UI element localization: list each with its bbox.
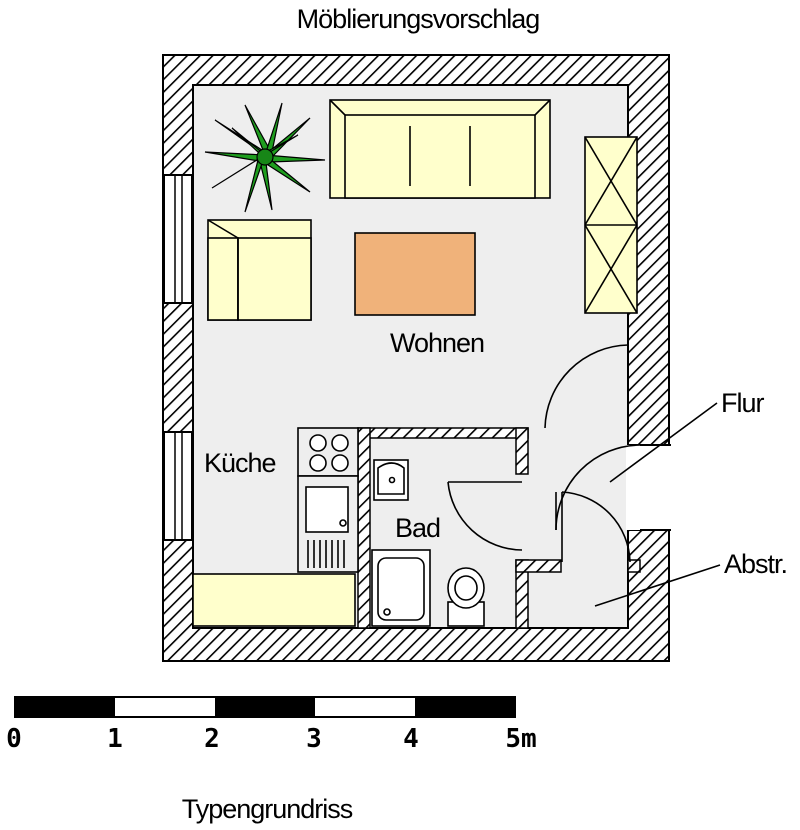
room-label-wohnen: Wohnen <box>390 328 484 358</box>
room-label-kueche: Küche <box>204 448 276 478</box>
plan-footer: Typengrundriss <box>182 794 353 824</box>
storage-walls <box>515 559 641 573</box>
plant-icon <box>204 102 326 213</box>
entrance-opening <box>626 445 671 530</box>
armchair <box>207 219 312 321</box>
living-door <box>544 344 629 429</box>
storage-door <box>561 491 631 563</box>
room-label-flur: Flur <box>721 388 765 418</box>
scale-tick-0: 0 <box>6 724 22 754</box>
kitchen-sink <box>297 475 359 573</box>
kitchen-counter <box>192 573 356 627</box>
scale-labels: 0 1 2 3 4 5m <box>6 724 536 754</box>
toilet <box>447 567 485 627</box>
entrance-door <box>555 444 641 531</box>
leader-line-abstr <box>594 564 721 607</box>
wardrobe <box>584 136 638 314</box>
room-label-bad: Bad <box>395 513 440 543</box>
scale-tick-5m: 5m <box>505 724 536 754</box>
scale-tick-3: 3 <box>306 724 322 754</box>
bathroom-door <box>447 481 523 551</box>
rug <box>354 232 476 316</box>
room-label-abstr: Abstr. <box>724 549 787 579</box>
window-upper <box>163 174 193 304</box>
scale-bar <box>14 696 516 718</box>
kitchen-stove <box>297 427 359 477</box>
scale-tick-1: 1 <box>107 724 123 754</box>
leader-line-flur <box>609 402 718 483</box>
scale-tick-2: 2 <box>204 724 220 754</box>
plan-title: Möblierungsvorschlag <box>297 4 540 34</box>
shower <box>371 549 431 627</box>
window-lower <box>163 431 193 541</box>
washbasin <box>373 459 409 501</box>
sofa <box>329 99 551 199</box>
scale-tick-4: 4 <box>403 724 419 754</box>
